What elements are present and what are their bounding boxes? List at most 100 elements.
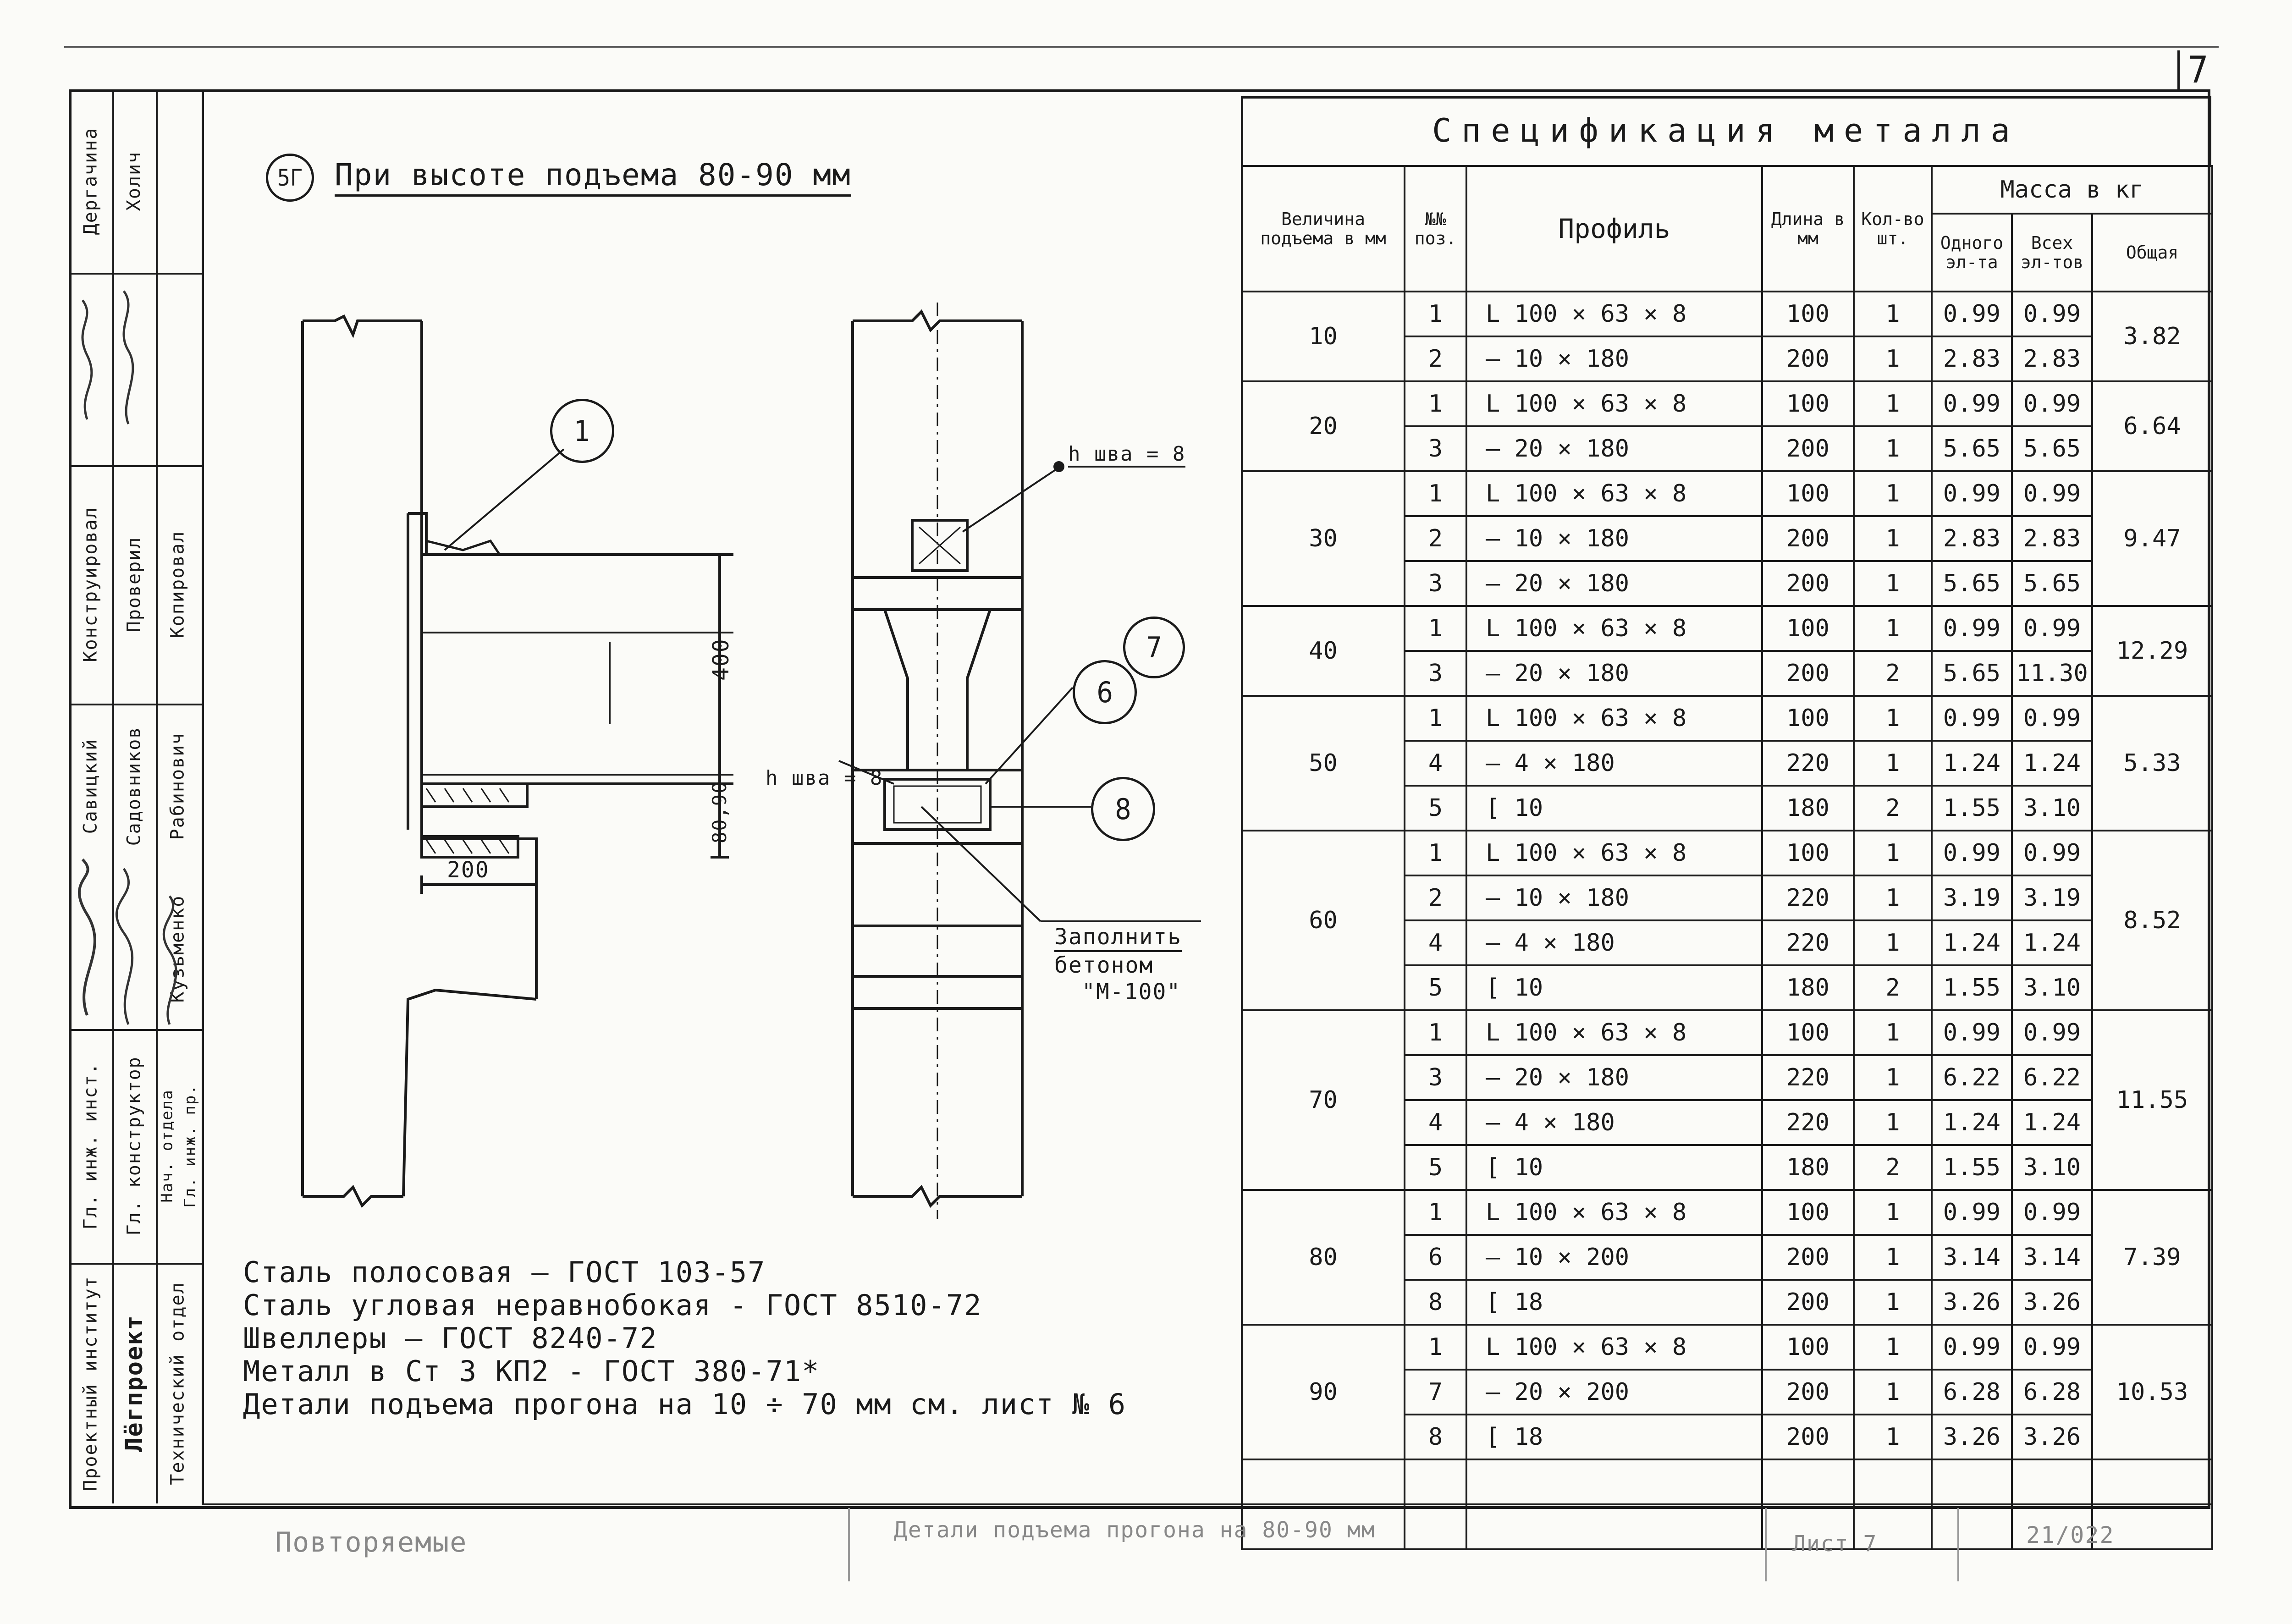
- cell-length: 180: [1761, 1144, 1855, 1191]
- cell-empty: [1466, 1459, 1763, 1505]
- cell-mass-one: 5.65: [1931, 425, 2013, 472]
- balloon-7: 7: [1123, 617, 1185, 678]
- cell-qty: 1: [1853, 1279, 1933, 1326]
- cell-mass-all: 1.24: [2011, 740, 2093, 787]
- cell-length: 100: [1761, 291, 1855, 337]
- note-line: Сталь угловая неравнобокая - ГОСТ 8510-7…: [243, 1288, 982, 1322]
- cell-qty: 1: [1853, 1189, 1933, 1236]
- cell-length: 220: [1761, 875, 1855, 921]
- cell-profile: — 10 × 200: [1466, 1234, 1763, 1281]
- cell-mass-total: 9.47: [2091, 470, 2214, 607]
- cell-length: 100: [1761, 605, 1855, 652]
- cell-empty: [2091, 1503, 2214, 1550]
- cell-lift: 90: [1241, 1324, 1405, 1460]
- cell-length: 220: [1761, 1054, 1855, 1101]
- cell-length: 100: [1761, 830, 1855, 876]
- header-lift: Величина подъема в мм: [1241, 165, 1405, 292]
- stamp-divider-1: [848, 1508, 850, 1581]
- cell-pos: 5: [1404, 785, 1467, 831]
- cell-qty: 1: [1853, 919, 1933, 966]
- table-row-empty: [1241, 1503, 2214, 1550]
- cell-mass-total: 5.33: [2091, 695, 2214, 831]
- cell-profile: L 100 × 63 × 8: [1466, 605, 1763, 652]
- header-mass-total: Общая: [2091, 213, 2214, 292]
- cell-qty: 1: [1853, 1099, 1933, 1146]
- institute-dept: Технический отдел: [167, 1281, 188, 1485]
- cell-profile: L 100 × 63 × 8: [1466, 830, 1763, 876]
- cell-qty: 1: [1853, 1369, 1933, 1415]
- cell-qty: 1: [1853, 380, 1933, 427]
- cell-pos: 1: [1404, 695, 1467, 742]
- cell-mass-total: 7.39: [2091, 1189, 2214, 1326]
- cell-mass-all: 3.14: [2011, 1234, 2093, 1281]
- material-notes: Сталь полосовая — ГОСТ 103-57 Сталь угло…: [243, 1256, 1126, 1421]
- cell-lift: 30: [1241, 470, 1405, 607]
- cell-length: 100: [1761, 1189, 1855, 1236]
- cell-lift: 60: [1241, 830, 1405, 1011]
- cell-length: 180: [1761, 785, 1855, 831]
- cell-empty: [2011, 1459, 2093, 1505]
- cell-pos: 5: [1404, 964, 1467, 1011]
- cell-empty: [1931, 1459, 2013, 1505]
- cell-mass-one: 1.55: [1931, 1144, 2013, 1191]
- cell-pos: 3: [1404, 425, 1467, 472]
- title-text: При высоте подъема 80-90 мм: [335, 157, 851, 197]
- cell-profile: — 4 × 180: [1466, 1099, 1763, 1146]
- cell-length: 100: [1761, 380, 1855, 427]
- cell-pos: 1: [1404, 605, 1467, 652]
- cell-mass-total: 8.52: [2091, 830, 2214, 1011]
- cell-qty: 1: [1853, 515, 1933, 562]
- cell-empty: [1853, 1459, 1933, 1505]
- header-mass: Масса в кг: [1930, 165, 2214, 215]
- stamp-left: Повторяемые: [275, 1526, 468, 1558]
- cell-mass-all: 3.26: [2011, 1279, 2093, 1326]
- cell-mass-one: 2.83: [1931, 515, 2013, 562]
- cell-mass-all: 0.99: [2011, 1009, 2093, 1056]
- cell-length: 220: [1761, 919, 1855, 966]
- title-dept-head: Нач. отдела: [158, 1089, 177, 1203]
- cell-empty: [1404, 1503, 1467, 1550]
- cell-mass-total: 10.53: [2091, 1324, 2214, 1460]
- cell-qty: 1: [1853, 1054, 1933, 1101]
- cell-mass-all: 3.10: [2011, 1144, 2093, 1191]
- cell-qty: 1: [1853, 291, 1933, 337]
- cell-mass-all: 0.99: [2011, 605, 2093, 652]
- cell-mass-all: 1.24: [2011, 919, 2093, 966]
- cell-mass-total: 12.29: [2091, 605, 2214, 697]
- cell-length: 220: [1761, 740, 1855, 787]
- cell-mass-all: 3.26: [2011, 1414, 2093, 1460]
- header-mass-one: Одного эл-та: [1931, 213, 2013, 292]
- cell-empty: [1404, 1459, 1467, 1505]
- stamp-divider-3: [1957, 1508, 1959, 1581]
- cell-mass-all: 6.28: [2011, 1369, 2093, 1415]
- cell-length: 200: [1761, 1369, 1855, 1415]
- cell-lift: 10: [1241, 291, 1405, 382]
- cell-qty: 1: [1853, 695, 1933, 742]
- balloon-1: 1: [550, 399, 614, 463]
- cell-pos: 1: [1404, 1009, 1467, 1056]
- cell-qty: 1: [1853, 560, 1933, 607]
- stamp-middle: Детали подъема прогона на 80-90 мм: [894, 1517, 1376, 1543]
- stamp-line: [202, 1503, 2205, 1505]
- cell-profile: — 4 × 180: [1466, 919, 1763, 966]
- cell-mass-one: 0.99: [1931, 1189, 2013, 1236]
- cell-mass-one: 3.14: [1931, 1234, 2013, 1281]
- cell-profile: — 20 × 180: [1466, 560, 1763, 607]
- sheet-number: 7: [2187, 49, 2209, 91]
- cell-mass-one: 3.26: [1931, 1414, 2013, 1460]
- cell-pos: 3: [1404, 650, 1467, 697]
- cell-mass-all: 5.65: [2011, 560, 2093, 607]
- cell-empty: [2091, 1459, 2214, 1505]
- cell-length: 220: [1761, 1099, 1855, 1146]
- cell-mass-one: 6.22: [1931, 1054, 2013, 1101]
